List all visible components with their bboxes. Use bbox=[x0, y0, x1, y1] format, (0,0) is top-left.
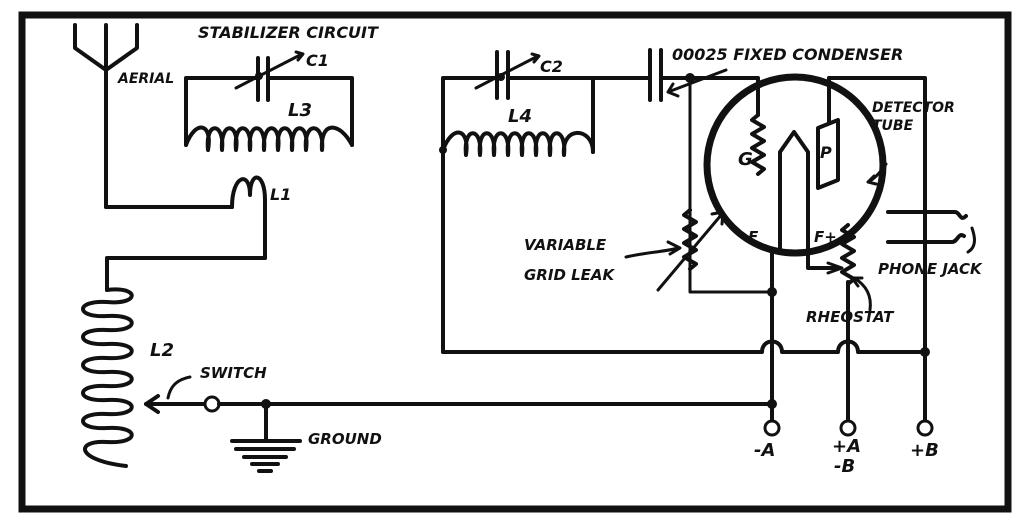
frame-border bbox=[18, 11, 1012, 513]
terminal-minus-a bbox=[763, 419, 781, 437]
aerial-symbol bbox=[73, 23, 139, 209]
stabilizer-loop bbox=[184, 50, 354, 152]
label-l1: L1 bbox=[270, 185, 291, 204]
wire bbox=[105, 256, 267, 292]
tuning-loop bbox=[439, 50, 595, 354]
label-f-minus: F_ bbox=[748, 228, 766, 246]
label-grid: G bbox=[738, 149, 753, 170]
label-c2: C2 bbox=[540, 57, 563, 76]
label-plate: P bbox=[820, 143, 832, 162]
junction bbox=[767, 287, 777, 297]
label-l4: L4 bbox=[508, 106, 532, 127]
phone-jack bbox=[886, 210, 976, 254]
label-plus-a: +A bbox=[832, 436, 861, 457]
terminal-plus-b bbox=[916, 419, 934, 437]
inductor-l2 bbox=[81, 287, 134, 468]
label-l2: L2 bbox=[150, 340, 174, 361]
switch-symbol bbox=[144, 375, 221, 414]
label-c1: C1 bbox=[306, 51, 329, 70]
detector-tube bbox=[703, 73, 927, 354]
label-f-plus: F+ bbox=[814, 228, 837, 246]
rheostat bbox=[826, 223, 872, 422]
inductor-l1 bbox=[230, 175, 267, 260]
label-switch: SWITCH bbox=[200, 364, 267, 382]
label-ground: GROUND bbox=[308, 430, 382, 448]
variable-grid-leak bbox=[624, 208, 725, 292]
ground-symbol bbox=[230, 402, 302, 473]
label-minus-a: -A bbox=[754, 440, 775, 461]
wire bbox=[441, 339, 927, 354]
terminal-plus-a-minus-b bbox=[839, 419, 857, 437]
label-grid-leak: GRID LEAK bbox=[524, 266, 616, 284]
label-plus-b: +B bbox=[910, 440, 939, 461]
fixed-condenser bbox=[591, 48, 774, 294]
label-stabilizer: STABILIZER CIRCUIT bbox=[198, 23, 379, 42]
label-fixed-condenser: 00025 FIXED CONDENSER bbox=[672, 45, 903, 64]
label-tube: TUBE bbox=[872, 118, 914, 134]
label-rheostat: RHEOSTAT bbox=[806, 308, 895, 326]
label-aerial: AERIAL bbox=[117, 71, 174, 87]
junction bbox=[767, 399, 777, 409]
label-l3: L3 bbox=[288, 100, 312, 121]
label-variable: VARIABLE bbox=[524, 236, 607, 254]
label-minus-b: -B bbox=[834, 456, 855, 477]
label-detector: DETECTOR bbox=[872, 100, 955, 116]
wire bbox=[806, 248, 838, 270]
label-phone-jack: PHONE JACK bbox=[878, 260, 983, 278]
